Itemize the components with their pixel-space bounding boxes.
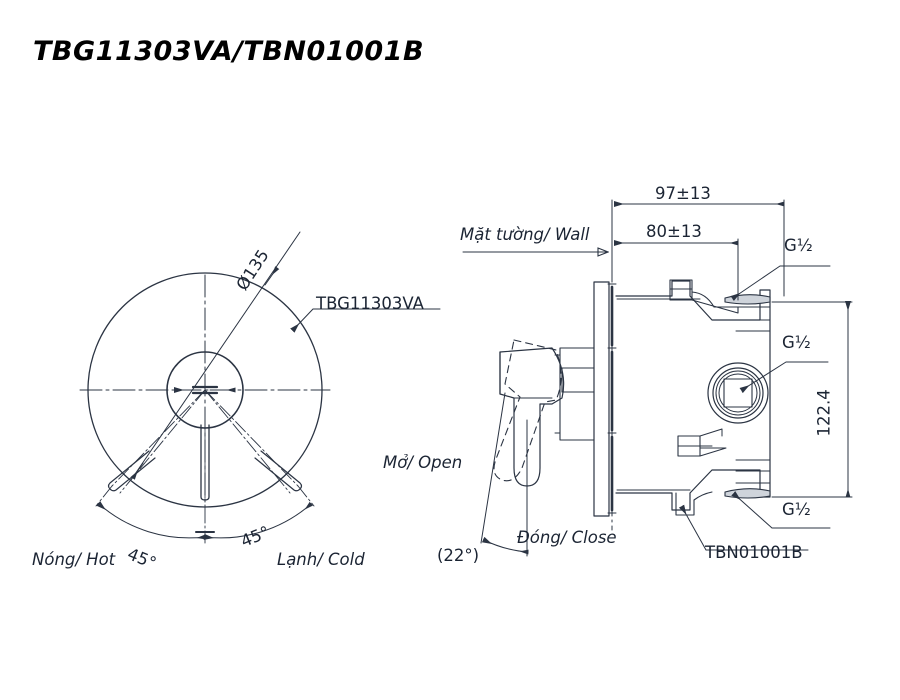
thread-mid-leader bbox=[739, 361, 829, 394]
label-cold: Lạnh/ Cold bbox=[277, 550, 365, 569]
lever-angle-label: (22°) bbox=[437, 546, 480, 565]
port-ring-3 bbox=[715, 370, 761, 416]
escutcheon-plate bbox=[593, 281, 610, 517]
dim-label-80: 80±13 bbox=[646, 222, 702, 241]
lever-closed bbox=[499, 347, 565, 487]
lever-angle-arc bbox=[481, 536, 529, 555]
front-view-group bbox=[79, 231, 441, 544]
dim-label-122: 122.4 bbox=[814, 389, 834, 437]
handle-lever bbox=[200, 424, 210, 501]
lever-open-ghost bbox=[493, 339, 562, 482]
page-title: TBG11303VA/TBN01001B bbox=[33, 36, 425, 67]
front-part-leader bbox=[290, 308, 441, 333]
bottom-nipple bbox=[675, 492, 695, 516]
angle-arc-cold bbox=[203, 501, 314, 540]
lever-cold-position bbox=[254, 450, 303, 492]
diameter-leader bbox=[130, 231, 301, 481]
thread-top-leader bbox=[730, 265, 831, 302]
thread-label-bottom: G½ bbox=[782, 500, 811, 519]
bottom-part-leader bbox=[678, 504, 809, 551]
port-ring-2 bbox=[712, 367, 764, 419]
thread-label-mid: G½ bbox=[782, 333, 811, 352]
top-outlet-flange bbox=[724, 294, 771, 305]
angle-arc-hot bbox=[96, 501, 206, 540]
side-view-group bbox=[462, 199, 853, 557]
top-bracket bbox=[669, 279, 693, 301]
thread-label-top: G½ bbox=[784, 236, 813, 255]
label-hot: Nóng/ Hot bbox=[32, 550, 116, 569]
thread-bottom-leader bbox=[731, 491, 831, 529]
bottom-part-label: TBN01001B bbox=[705, 543, 803, 562]
dim-label-97: 97±13 bbox=[655, 184, 711, 203]
label-open: Mở/ Open bbox=[383, 453, 463, 472]
bottom-outlet-flange bbox=[724, 488, 771, 499]
front-part-label: TBG11303VA bbox=[316, 294, 424, 313]
port-square bbox=[723, 378, 753, 408]
port-outer-ring bbox=[707, 362, 769, 424]
wall-label: Mặt tường/ Wall bbox=[460, 225, 590, 244]
valve-body bbox=[615, 280, 771, 511]
rear-stub bbox=[559, 347, 595, 441]
port-ring-4 bbox=[718, 373, 758, 413]
lever-hot-position bbox=[107, 450, 156, 492]
label-close: Đóng/ Close bbox=[517, 528, 617, 547]
